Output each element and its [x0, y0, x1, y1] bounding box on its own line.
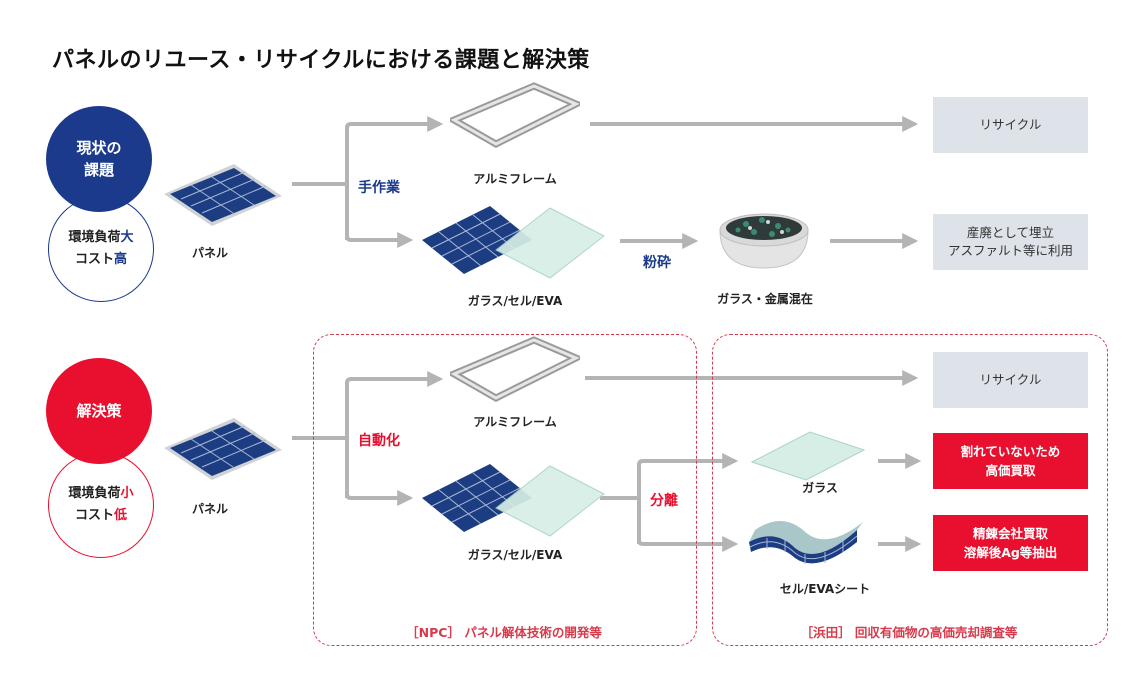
- cell-eva-sheet-icon: [749, 521, 863, 564]
- aluminum-frame-icon: [450, 336, 580, 402]
- current-heading-circle: 現状の 課題: [46, 106, 152, 212]
- crushed-mix-bowl-icon: [719, 213, 809, 269]
- current-indicator-circle: 環境負荷大 コスト高: [48, 196, 154, 302]
- solution-cost-label: コスト: [74, 508, 114, 523]
- arrow-to-frame-top: [345, 116, 444, 240]
- process-crush: 粉砕: [643, 255, 671, 271]
- mixed-label: ガラス・金属混在: [717, 292, 813, 306]
- glass-cell-eva-icon: [422, 464, 605, 537]
- hamada-group: [712, 334, 1108, 646]
- arrow-to-glass: [637, 453, 739, 544]
- glass-sheet-icon: [750, 431, 866, 481]
- solution-heading-circle: 解決策: [46, 358, 152, 464]
- landfill-box: 産廃として埋立 アスファルト等に利用: [933, 214, 1088, 270]
- recycle-box-top: リサイクル: [933, 97, 1088, 153]
- stack-label: ガラス/セル/EVA: [467, 294, 563, 308]
- process-manual: 手作業: [358, 180, 400, 196]
- glass-label: ガラス: [802, 481, 838, 495]
- solution-load-value: 小: [120, 486, 134, 501]
- aluminum-frame-icon: [450, 82, 580, 148]
- current-load-label: 環境負荷: [68, 230, 121, 245]
- recycle-box-bottom: リサイクル: [933, 352, 1088, 408]
- solar-panel-icon: [164, 164, 282, 226]
- solution-indicator-circle: 環境負荷小 コスト低: [48, 452, 154, 558]
- arrow-to-stack-bottom: [345, 438, 414, 506]
- glass-cell-eva-icon: [422, 206, 605, 279]
- hamada-caption: ［浜田］ 回収有価物の高価売却調査等: [800, 625, 1018, 640]
- process-separate: 分離: [650, 493, 678, 509]
- glass-result-box: 割れていないため 高価買取: [933, 433, 1088, 489]
- solution-cost-value: 低: [114, 508, 128, 523]
- arrow-to-frame-bottom: [345, 371, 444, 498]
- current-cost-value: 高: [114, 252, 128, 267]
- current-cost-label: コスト: [74, 252, 114, 267]
- npc-caption: ［NPC］ パネル解体技術の開発等: [406, 625, 602, 640]
- frame-label: アルミフレーム: [473, 415, 557, 429]
- arrow-to-cell: [637, 498, 739, 552]
- cell-label: セル/EVAシート: [779, 582, 871, 596]
- solution-load-label: 環境負荷: [68, 486, 121, 501]
- process-automated: 自動化: [358, 433, 400, 449]
- npc-group: [313, 334, 697, 646]
- panel-label: パネル: [191, 502, 228, 516]
- stack-label: ガラス/セル/EVA: [467, 548, 563, 562]
- arrow-to-stack-top: [345, 184, 414, 248]
- panel-label: パネル: [191, 246, 228, 260]
- page-title: パネルのリユース・リサイクルにおける課題と解決策: [52, 48, 590, 73]
- cell-result-box: 精錬会社買取 溶解後Ag等抽出: [933, 515, 1088, 571]
- frame-label: アルミフレーム: [473, 172, 557, 186]
- current-load-value: 大: [120, 230, 134, 245]
- solar-panel-icon: [164, 418, 282, 480]
